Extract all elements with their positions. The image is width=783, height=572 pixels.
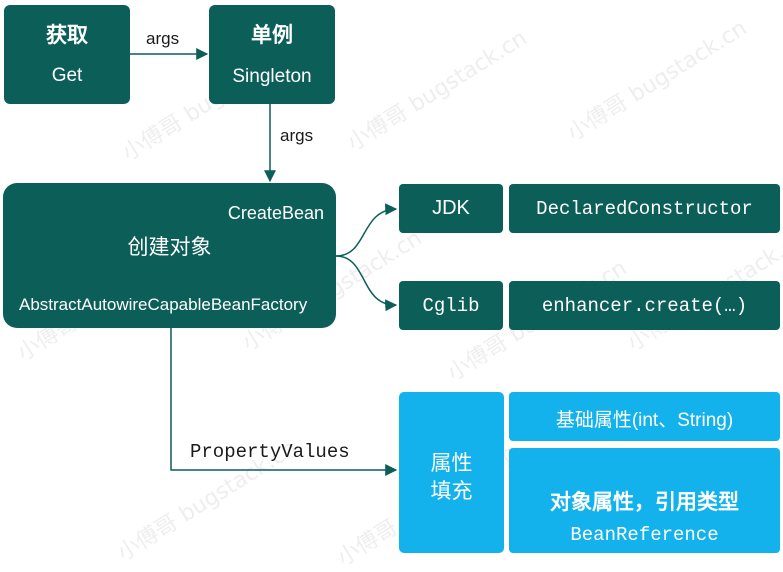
cglib-detail-node: enhancer.create(…) <box>509 281 780 330</box>
property-fill-node: 属性 填充 <box>399 392 504 553</box>
singleton-node-title: 单例 <box>251 24 293 47</box>
cglib-node: Cglib <box>399 281 503 330</box>
singleton-node-subtitle: Singleton <box>232 66 312 87</box>
jdk-detail-node: DeclaredConstructor <box>509 184 780 233</box>
edge-create-to-fill <box>170 328 398 476</box>
property-fill-line2: 填充 <box>430 480 473 503</box>
jdk-node: JDK <box>399 184 503 233</box>
property-fill-line1: 属性 <box>430 452 473 475</box>
object-props-title: 对象属性，引用类型 <box>550 491 739 514</box>
jdk-label: JDK <box>432 197 470 219</box>
edge-label-property-values: PropertyValues <box>190 441 350 463</box>
singleton-node: 单例 Singleton <box>209 5 335 104</box>
jdk-detail-label: DeclaredConstructor <box>536 198 753 220</box>
get-node: 获取 Get <box>4 5 130 104</box>
create-bean-node: CreateBean 创建对象 AbstractAutowireCapableB… <box>3 183 336 328</box>
get-node-title: 获取 <box>46 24 88 47</box>
create-bean-method: CreateBean <box>227 203 324 223</box>
object-props-node: 对象属性，引用类型 BeanReference <box>509 448 780 553</box>
edge-label-get-singleton: args <box>146 29 180 48</box>
edge-label-singleton-create: args <box>280 126 314 145</box>
create-bean-title: 创建对象 <box>127 236 212 259</box>
edge-create-to-cglib <box>335 255 398 312</box>
connector-layer <box>130 48 398 476</box>
edge-create-to-jdk <box>335 203 398 257</box>
get-node-subtitle: Get <box>51 65 83 86</box>
create-bean-class-name: AbstractAutowireCapableBeanFactory <box>19 295 308 314</box>
object-props-subtitle: BeanReference <box>570 524 719 546</box>
basic-props-label: 基础属性(int、String) <box>555 410 734 431</box>
cglib-label: Cglib <box>422 295 480 317</box>
cglib-detail-label: enhancer.create(…) <box>541 295 748 317</box>
basic-props-node: 基础属性(int、String) <box>509 392 780 441</box>
